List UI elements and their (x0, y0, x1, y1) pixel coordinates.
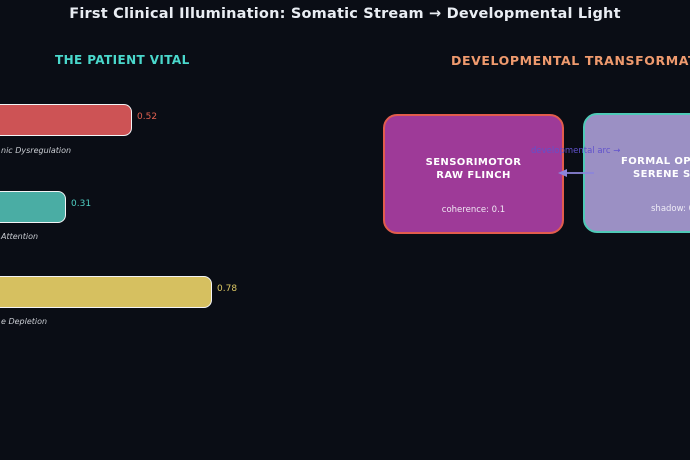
node-formal-subtitle: shadow: 0.4 (651, 204, 690, 214)
node-sensorimotor-title-line2: RAW FLINCH (436, 170, 511, 181)
figure-title: First Clinical Illumination: Somatic Str… (69, 6, 621, 22)
node-sensorimotor: SENSORIMOTOR RAW FLINCH coherence: 0.1 (383, 114, 564, 234)
edge-label: developmental arc → (531, 146, 621, 156)
node-sensorimotor-title-line1: SENSORIMOTOR (425, 157, 522, 168)
bar-value-dysregulation: 0.52 (137, 112, 158, 122)
node-formal-title-line1: FORMAL OPERA (621, 156, 690, 167)
bar-label-attention: Attention (1, 232, 39, 241)
vitals-chart-title: THE PATIENT VITAL (55, 53, 190, 67)
bar-dysregulation (0, 104, 132, 136)
left-arrow-icon (558, 169, 594, 177)
node-formal-title-line2: SERENE SHA (633, 169, 690, 180)
node-formal-operational: FORMAL OPERA SERENE SHA shadow: 0.4 (583, 113, 690, 233)
node-sensorimotor-title: SENSORIMOTOR RAW FLINCH (385, 156, 562, 182)
bar-value-depletion: 0.78 (217, 284, 238, 294)
bar-depletion (0, 276, 212, 308)
bar-attention (0, 191, 66, 223)
node-sensorimotor-subtitle: coherence: 0.1 (441, 205, 506, 215)
bar-label-depletion: e Depletion (1, 317, 48, 326)
transformation-title: DEVELOPMENTAL TRANSFORMATION (451, 53, 690, 68)
bar-value-attention: 0.31 (71, 199, 92, 209)
bar-label-dysregulation: nic Dysregulation (1, 146, 72, 155)
